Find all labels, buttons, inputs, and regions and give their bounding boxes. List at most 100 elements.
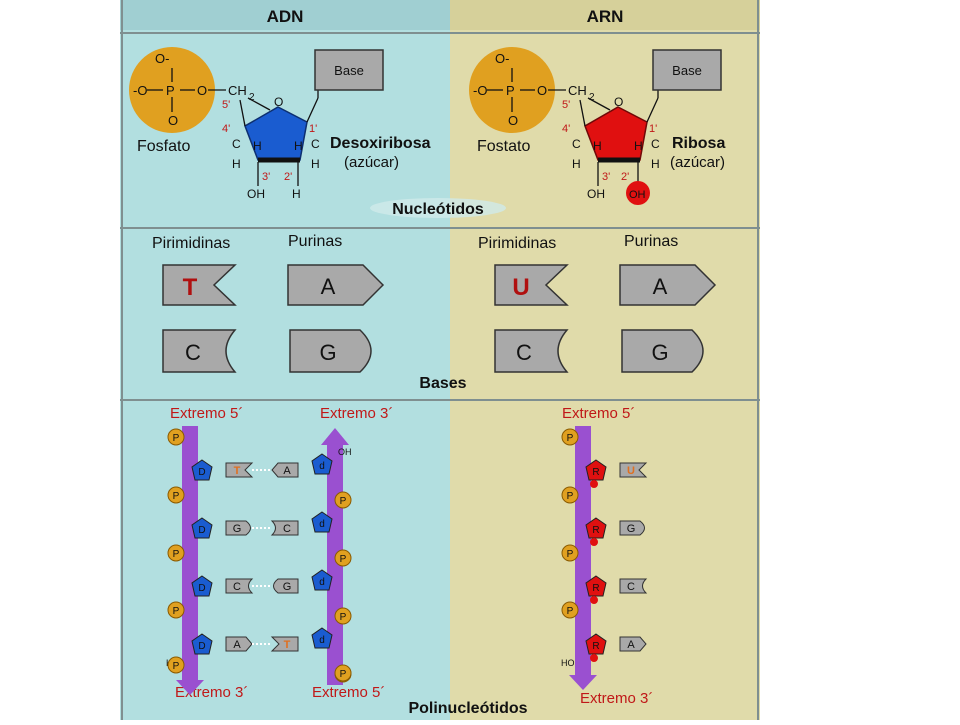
dna-o-right: O [197,83,207,98]
dna-base-t-shape [162,264,237,306]
sugar-symbol: R [592,525,599,536]
base-letter: C [627,581,635,593]
dna-right-oh: OH [338,447,352,457]
sugar-symbol: d [319,635,325,646]
dna-base-label: Base [334,63,364,78]
dna-base-box [314,49,384,91]
rna-ch2: CH [568,83,587,98]
base-letter: A [233,639,241,651]
rna-ho: HO [561,658,575,668]
dna-oh-3: OH [247,187,265,201]
base-letter: G [283,581,292,593]
dna-left-deoxyribose: D [191,633,213,655]
rna-phosphate: P [561,601,579,619]
dna-base-g-shape [289,329,372,373]
dna-o-bottom: O [168,113,178,128]
rna-base-c-shape [494,329,569,373]
rna-o-bottom: O [508,113,518,128]
rna-header: ARN [587,7,624,26]
rna-c4-symbol: C [572,137,581,151]
rna-carbon-2: 2' [621,171,629,183]
rna-2-hydroxyl-highlight [626,181,650,205]
rna-c1-symbol: C [651,137,660,151]
base-letter: A [627,639,635,651]
dna-right-deoxyribose: d [311,511,333,533]
rna-2-oh-dot [590,538,598,546]
dna-c1-symbol: C [311,137,320,151]
base-letter: G [233,523,242,535]
polynucleotides-section-title: Polinucleótidos [408,700,527,717]
base-letter: T [234,465,241,477]
dna-base-c-shape [162,329,237,373]
dna-right-top-end: Extremo 3´ [320,405,393,422]
sugar-symbol: D [198,641,205,652]
rna-o-top: O- [495,51,509,66]
rna-2-oh-dot [590,480,598,488]
rna-carbon-1: 1' [649,123,657,135]
dna-left-phosphate: P [167,486,185,504]
rna-phosphate-group [469,47,555,133]
phosphate-symbol: P [340,612,347,623]
rna-base-g: G [651,340,668,365]
rna-ribose: R [585,517,607,539]
dna-left-phosphate: P [167,544,185,562]
dna-right-base: G [273,578,299,594]
phosphate-symbol: P [173,661,180,672]
phosphate-symbol: P [340,496,347,507]
rna-nucleotide: O- -O P O O CH 2 Fostato O Base 5' 4' 3' [469,47,725,205]
dna-right-phosphate: P [334,664,352,682]
rna-base-a-shape [619,264,717,306]
dna-c4-symbol: C [232,137,241,151]
rna-phosphate: P [561,428,579,446]
rna-ring-oxygen: O [614,95,623,109]
rna-o-left: -O [473,83,487,98]
rna-ribose: R [585,575,607,597]
rna-base-u: U [512,274,529,301]
dna-o-left: -O [133,83,147,98]
rna-base-label: Base [672,63,702,78]
rna-base: A [619,636,647,652]
dna-h3a: H [253,139,262,153]
dna-left-base: T [225,462,254,478]
nucleotides-title-highlight [370,198,506,218]
sugar-symbol: R [592,641,599,652]
phosphate-symbol: P [173,606,180,617]
rna-h1: H [651,157,660,171]
base-letter: U [627,465,635,477]
dna-left-phosphate: P [167,428,185,446]
dna-left-top-end: Extremo 5´ [170,405,243,422]
dna-left-base: A [225,636,253,652]
base-letter: T [284,639,291,651]
rna-oh-2: OH [629,189,646,201]
dna-right-deoxyribose: d [311,453,333,475]
dna-right-phosphate: P [334,607,352,625]
rna-base-box [652,49,722,91]
dna-left-phosphate: P [167,656,185,674]
phosphate-symbol: P [173,491,180,502]
rna-top-end: Extremo 5´ [562,405,635,422]
dna-header-bar [120,0,450,30]
rna-base-g-shape [621,329,704,373]
sugar-symbol: d [319,461,325,472]
dna-right-base: A [271,462,299,478]
rna-phosphate: P [561,486,579,504]
rna-sugar-name: Ribosa [672,135,725,152]
rna-oh-3: OH [587,187,605,201]
dna-ring-oxygen: O [274,95,283,109]
rna-pyrimidines-label: Pirimidinas [478,235,556,252]
dna-base-c: C [185,340,201,365]
rna-ribose: R [585,633,607,655]
phosphate-symbol: P [567,606,574,617]
dna-sugar-name: Desoxiribosa [330,135,431,152]
rna-bottom-end: Extremo 3´ [580,690,653,707]
dna-h4: H [232,157,241,171]
dna-header: ADN [267,7,304,26]
phosphate-symbol: P [567,491,574,502]
sugar-symbol: d [319,577,325,588]
dna-left-base: C [225,578,254,594]
rna-carbon-5: 5' [562,99,570,111]
dna-right-deoxyribose: d [311,569,333,591]
dna-right-base: T [270,636,299,652]
